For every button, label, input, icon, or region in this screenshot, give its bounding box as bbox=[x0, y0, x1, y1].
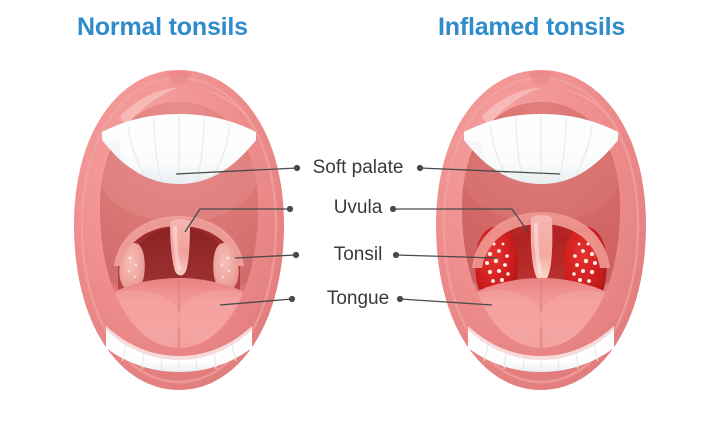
leader-tongue-left bbox=[219, 298, 293, 306]
lower-teeth-normal bbox=[106, 326, 252, 372]
tonsil-crypts-normal bbox=[127, 256, 231, 279]
tonsil-right-normal bbox=[213, 242, 239, 292]
leader-tonsil-left bbox=[234, 254, 297, 259]
callout-label-tonsil: Tonsil bbox=[333, 244, 383, 265]
leader-endpoint-dots bbox=[286, 164, 424, 303]
uvula-inflamed bbox=[530, 215, 553, 282]
leader-tonsil-right bbox=[395, 254, 498, 259]
callout-label-uvula: Uvula bbox=[333, 197, 383, 218]
leader-soft-palate-right bbox=[419, 167, 561, 175]
palatine-arch-inflamed bbox=[472, 212, 610, 268]
panel-title-inflamed: Inflamed tonsils bbox=[438, 13, 626, 41]
leader-uvula-right bbox=[393, 208, 529, 233]
upper-teeth-normal bbox=[102, 114, 256, 184]
diagram-inflamed-tonsils bbox=[424, 58, 659, 408]
tonsil-left-normal bbox=[119, 242, 145, 292]
panel-title-normal: Normal tonsils bbox=[77, 13, 248, 41]
diagram-normal-tonsils bbox=[62, 58, 297, 408]
upper-teeth-inflamed bbox=[464, 114, 618, 184]
callout-label-tongue: Tongue bbox=[326, 288, 390, 309]
leader-soft-palate-left bbox=[175, 167, 298, 175]
leader-uvula-left bbox=[184, 208, 290, 233]
uvula-normal bbox=[170, 219, 190, 276]
callout-label-soft-palate: Soft palate bbox=[312, 157, 404, 178]
leader-tongue-right bbox=[399, 298, 493, 306]
lower-teeth-inflamed bbox=[468, 326, 614, 372]
palatine-arch-normal bbox=[114, 216, 244, 266]
